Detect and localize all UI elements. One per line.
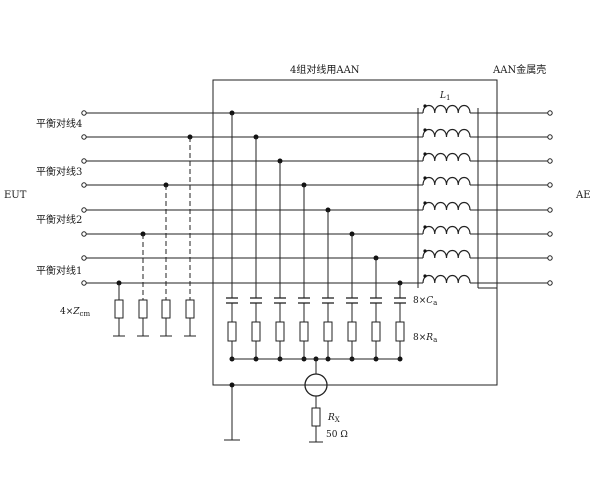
ae-terminal-4 — [547, 182, 553, 188]
choke-winding-5 — [422, 201, 471, 211]
eut-terminal-8 — [81, 280, 87, 286]
ra-resistor-7 — [371, 321, 381, 342]
choke-winding-4 — [422, 176, 471, 186]
aan-title: 4组对线用AAN — [290, 63, 360, 76]
eut-terminal-6 — [81, 231, 87, 237]
ra-resistor-4 — [299, 321, 309, 342]
ra-label: 8×Ra — [413, 333, 437, 344]
eut-terminal-5 — [81, 207, 87, 213]
eut-terminal-3 — [81, 158, 87, 164]
eut-label: EUT — [4, 190, 27, 201]
choke-winding-1 — [422, 104, 471, 114]
winding-dot-8 — [423, 274, 427, 278]
ra-resistor-3 — [275, 321, 285, 342]
choke-winding-8 — [422, 274, 471, 284]
choke-winding-6 — [422, 225, 471, 235]
ae-terminal-7 — [547, 255, 553, 261]
capacitor-resistor-network — [226, 113, 406, 362]
pair-label-2: 平衡对线2 — [36, 213, 82, 226]
ra-resistor-8 — [395, 321, 405, 342]
ra-resistor-2 — [251, 321, 261, 342]
common-mode-choke-l1 — [417, 104, 497, 289]
winding-dot-1 — [423, 104, 427, 108]
ae-terminal-3 — [547, 158, 553, 164]
eut-terminal-1 — [81, 110, 87, 116]
eut-terminal-7 — [81, 255, 87, 261]
ra-resistor-6 — [347, 321, 357, 342]
winding-dot-5 — [423, 201, 427, 205]
bottom-network — [224, 358, 497, 443]
housing-label: AAN金属壳 — [492, 63, 546, 76]
ae-terminal-8 — [547, 280, 553, 286]
zcm-label: 4×Zcm — [60, 307, 90, 318]
ae-terminal-1 — [547, 110, 553, 116]
ca-label: 8×Ca — [413, 296, 437, 307]
ra-resistor-5 — [323, 321, 333, 342]
pair-label-1: 平衡对线1 — [36, 264, 82, 277]
zcm-impedances — [113, 134, 196, 337]
choke-winding-3 — [422, 152, 471, 162]
rx-value: 50 Ω — [326, 430, 348, 440]
winding-dot-2 — [423, 128, 427, 132]
winding-dot-7 — [423, 249, 427, 253]
zcm-resistor-3 — [161, 299, 171, 319]
ground-junction — [229, 382, 235, 388]
ae-terminal-6 — [547, 231, 553, 237]
winding-dot-3 — [423, 152, 427, 156]
pair-label-3: 平衡对线3 — [36, 165, 82, 178]
zcm-resistor-4 — [185, 299, 195, 319]
choke-winding-7 — [422, 249, 471, 259]
l1-label: L1 — [439, 91, 450, 102]
eut-terminal-4 — [81, 182, 87, 188]
ae-terminal-5 — [547, 207, 553, 213]
winding-dot-4 — [423, 176, 427, 180]
signal-lines — [81, 110, 553, 286]
rx-label: RX — [327, 413, 340, 424]
ae-label: AE — [575, 190, 591, 201]
choke-winding-2 — [422, 128, 471, 138]
eut-terminal-2 — [81, 134, 87, 140]
zcm-resistor-1 — [114, 299, 124, 319]
rx-resistor — [311, 407, 321, 427]
zcm-resistor-2 — [138, 299, 148, 319]
winding-dot-6 — [423, 225, 427, 229]
pair-label-4: 平衡对线4 — [36, 117, 82, 130]
ae-terminal-2 — [547, 134, 553, 140]
ra-resistor-1 — [227, 321, 237, 342]
